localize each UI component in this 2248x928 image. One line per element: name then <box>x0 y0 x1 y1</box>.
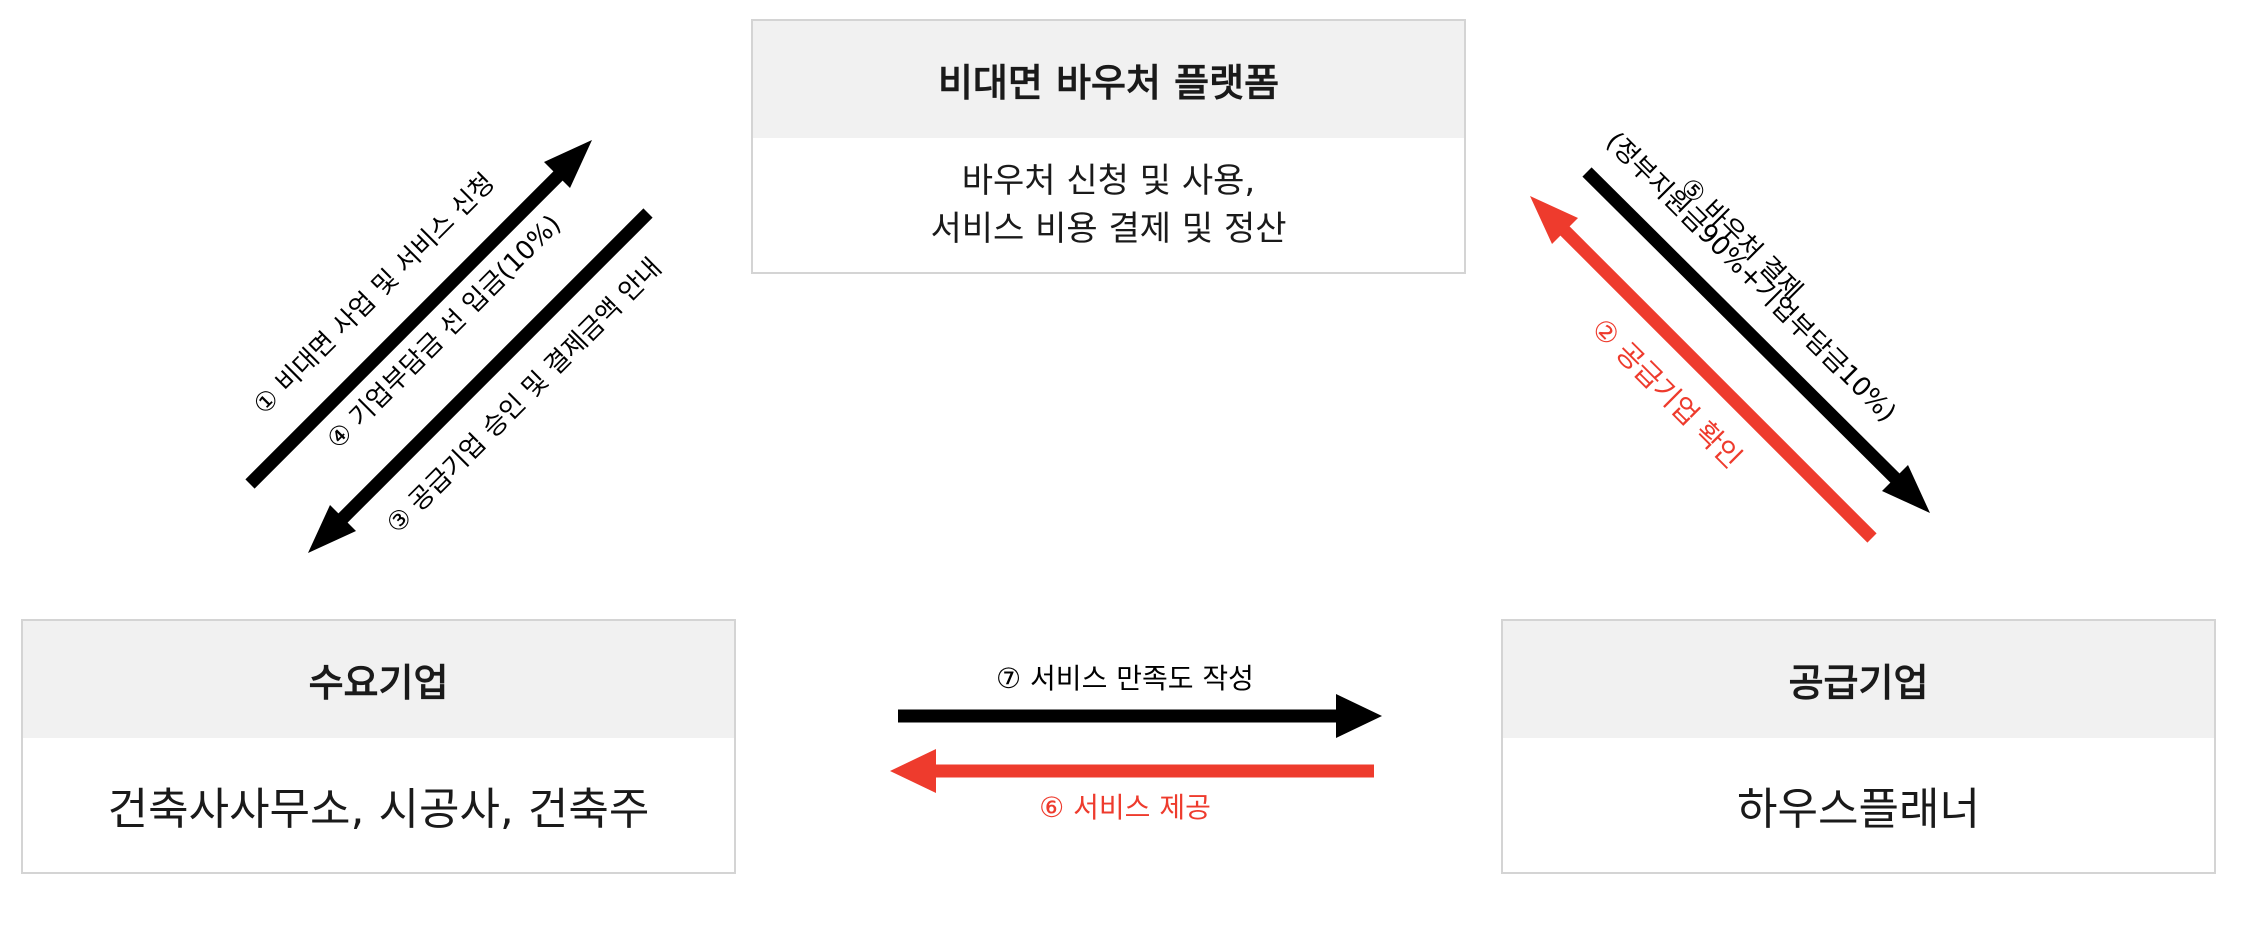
supplier-company-box: 공급기업 하우스플래너 <box>1501 619 2216 874</box>
arrow-step2 <box>1557 223 1877 543</box>
demand-company-box: 수요기업 건축사사무소, 시공사, 건축주 <box>21 619 736 874</box>
platform-box: 비대면 바우처 플랫폼 바우처 신청 및 사용, 서비스 비용 결제 및 정산 <box>751 19 1466 274</box>
platform-body: 바우처 신청 및 사용, 서비스 비용 결제 및 정산 <box>753 138 1464 272</box>
arrow-step6-head <box>890 749 936 793</box>
arrow-step5 <box>1582 167 1911 494</box>
platform-body-line2: 서비스 비용 결제 및 정산 <box>930 209 1287 249</box>
label-step6: ⑥ 서비스 제공 <box>1039 791 1211 824</box>
supplier-company-title: 공급기업 <box>1503 621 2214 738</box>
platform-body-line1: 바우처 신청 및 사용, <box>961 161 1256 201</box>
platform-title: 비대면 바우처 플랫폼 <box>753 21 1464 138</box>
label-step7: ⑦ 서비스 만족도 작성 <box>996 662 1254 695</box>
arrow-step3 <box>329 208 653 532</box>
arrow-step3-head <box>308 505 356 553</box>
supplier-company-body: 하우스플래너 <box>1737 784 1980 835</box>
arrow-step7-head <box>1336 694 1382 738</box>
label-step3: ③ 공급기업 승인 및 결제금액 안내 <box>381 253 668 540</box>
arrow-step5-head <box>1882 465 1930 513</box>
arrow-step1 <box>245 161 573 489</box>
arrow-step2-head <box>1530 196 1578 244</box>
arrow-step1-head <box>544 140 592 188</box>
demand-company-title: 수요기업 <box>23 621 734 738</box>
demand-company-body: 건축사사무소, 시공사, 건축주 <box>107 784 650 835</box>
